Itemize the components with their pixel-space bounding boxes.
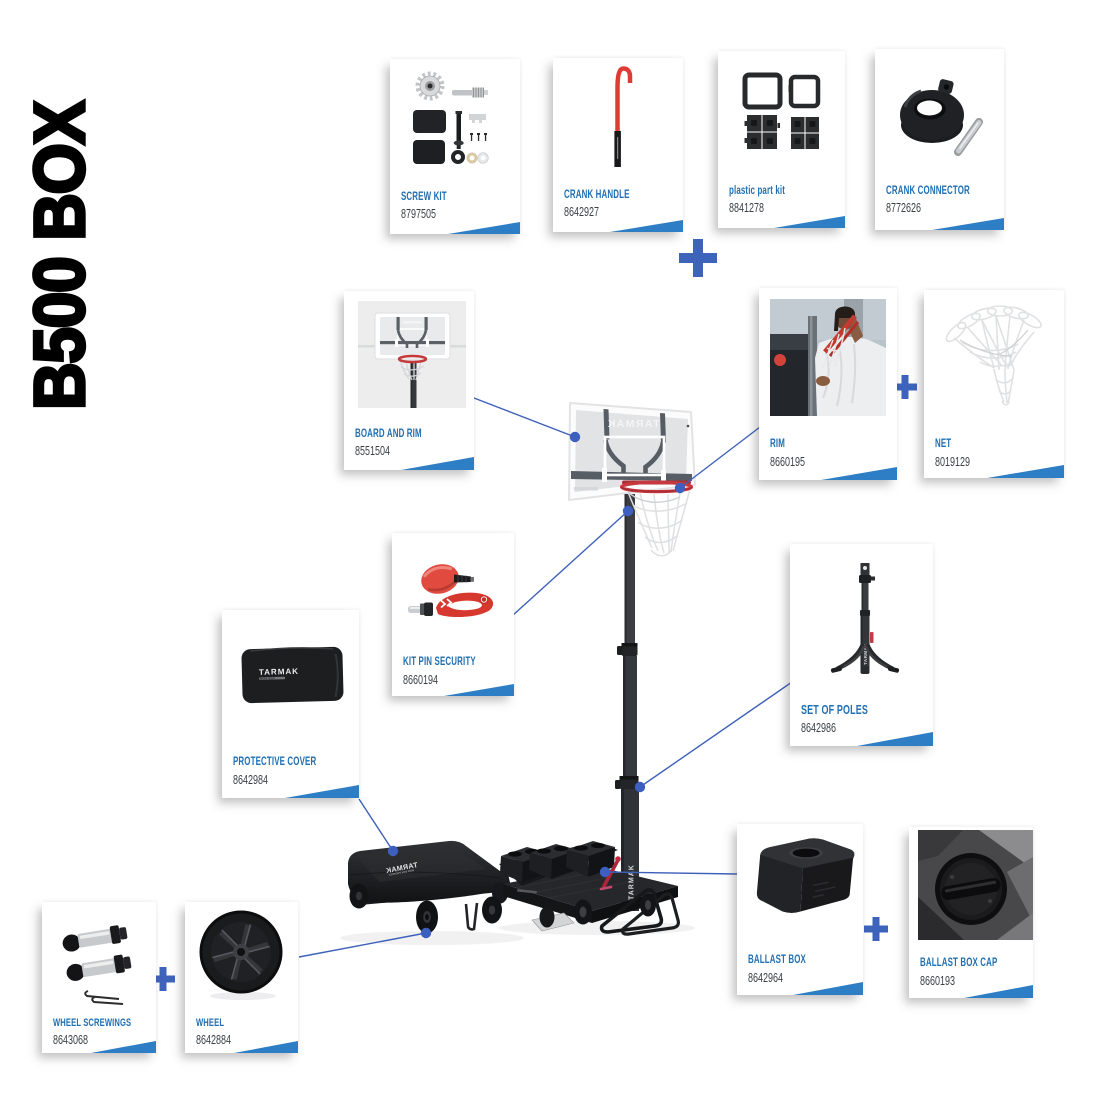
svg-text:B500 BOX: B500 BOX — [260, 676, 275, 680]
svg-text:TARMAK: TARMAK — [863, 643, 868, 665]
svg-text:TARMAK: TARMAK — [629, 864, 636, 900]
svg-text:TARMAK: TARMAK — [606, 418, 659, 430]
svg-text:B500 BOX PROTECT: B500 BOX PROTECT — [388, 868, 414, 877]
svg-text:TARMAK: TARMAK — [259, 667, 299, 677]
